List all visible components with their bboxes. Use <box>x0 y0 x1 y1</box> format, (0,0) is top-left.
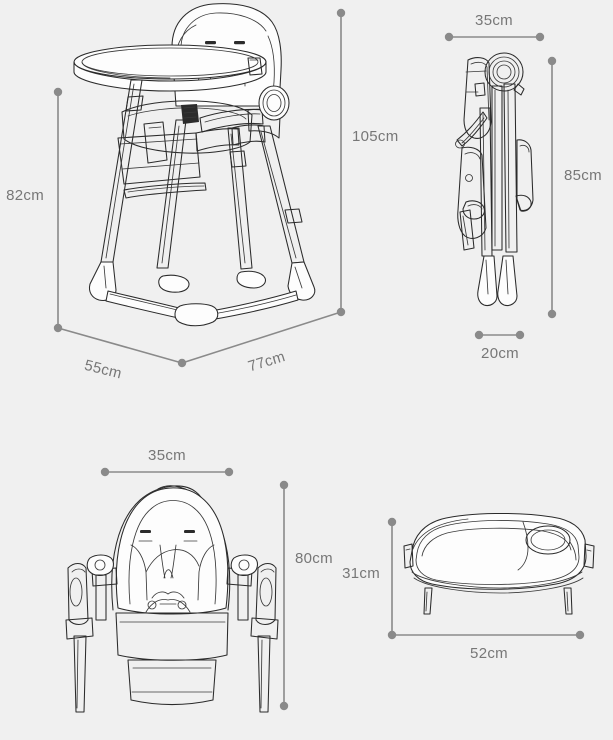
front-right-arm <box>226 554 279 713</box>
view-folded: 35cm 85cm 20cm <box>444 12 602 362</box>
dim-82: 82cm <box>6 87 63 333</box>
dim-85-folded-label: 85cm <box>564 167 602 184</box>
highchair-armrest <box>195 85 290 152</box>
dim-31-tray: 31cm <box>342 517 397 640</box>
view-front: 35cm 80cm <box>65 447 333 713</box>
dim-85-folded: 85cm <box>547 56 602 319</box>
dim-20-folded-label: 20cm <box>481 345 519 362</box>
front-left-arm <box>65 554 118 713</box>
dim-80-front: 80cm <box>279 480 333 711</box>
folded-chair-art <box>455 52 534 306</box>
highchair-seat <box>117 100 253 199</box>
dim-52-tray-label: 52cm <box>470 645 508 662</box>
front-chair-art <box>65 485 279 713</box>
dim-52-tray: 52cm <box>392 630 585 662</box>
dim-35-folded: 35cm <box>444 12 545 42</box>
tray-art <box>403 512 595 615</box>
dim-82-label: 82cm <box>6 187 44 204</box>
dim-105-label: 105cm <box>352 128 399 145</box>
dim-35-folded-label: 35cm <box>475 12 513 29</box>
dim-80-front-label: 80cm <box>295 550 333 567</box>
highchair-tray <box>73 44 267 92</box>
dim-31-tray-label: 31cm <box>342 565 380 582</box>
view-side-perspective: 82cm 105cm 55cm 77cm <box>6 3 399 382</box>
dim-35-front-label: 35cm <box>148 447 186 464</box>
dim-35-front: 35cm <box>100 447 234 477</box>
view-tray: 31cm 52cm <box>342 512 595 662</box>
highchair-base-bars <box>105 270 299 327</box>
dim-20-folded: 20cm <box>474 330 525 362</box>
